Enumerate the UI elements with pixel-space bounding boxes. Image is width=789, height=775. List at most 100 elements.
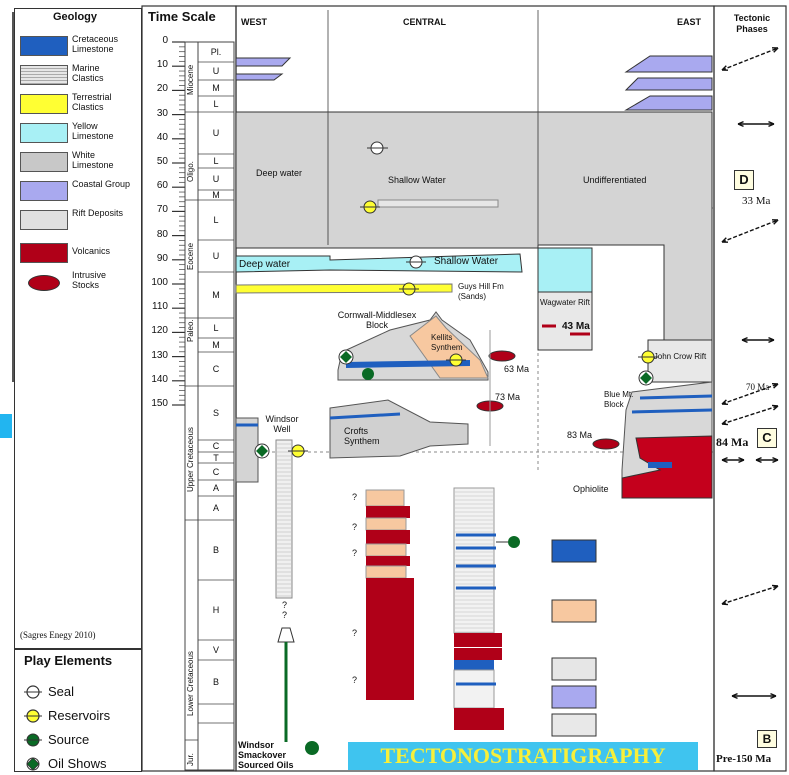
time-tick-label: 40: [156, 131, 168, 143]
stage-label: L: [213, 156, 219, 166]
time-tick-label: 110: [152, 301, 168, 313]
stage-label: C: [212, 364, 220, 374]
legend-swatch-coastal-group: [20, 181, 68, 201]
coastal-group-west: [235, 57, 292, 67]
source-icon: [362, 368, 374, 380]
windsor-well-column: [275, 439, 293, 599]
play-element-oil-shows-label: Oil Shows: [48, 756, 107, 771]
cretaceous-limestone-lens: [346, 360, 470, 368]
stage-column: [197, 41, 235, 771]
coastal-group-east: [624, 55, 713, 73]
source-icon: [508, 536, 520, 548]
seal-icon: [406, 255, 426, 269]
question-mark: ?: [352, 492, 358, 502]
stage-label: L: [213, 215, 219, 225]
phase-b-box: B: [757, 730, 777, 748]
col1-unit: [365, 517, 407, 531]
tectonic-arrow-icon: [721, 47, 779, 71]
coastal-group-east: [624, 95, 713, 111]
tectonic-arrows: [721, 47, 779, 699]
age-73-label: 73 Ma: [495, 392, 521, 402]
epoch-label: Upper Cretaceous: [186, 427, 195, 492]
time-tick-label: 80: [156, 228, 168, 240]
reservoir-icon: [24, 709, 42, 723]
col1-unit: [366, 556, 410, 566]
tectonic-arrow-icon: [721, 584, 779, 606]
tectonic-arrow-icon: [721, 457, 745, 463]
col2-unit: [453, 669, 495, 709]
stage-label: U: [212, 128, 220, 138]
phase-c-box: C: [757, 428, 777, 448]
limestone-stripe: [329, 412, 401, 420]
time-tick-label: 60: [156, 180, 168, 192]
windsor-well-label: Windsor Well: [265, 414, 299, 434]
east-header: EAST: [677, 17, 702, 27]
phase-d-age: 33 Ma: [742, 195, 771, 207]
question-mark: ?: [352, 675, 358, 685]
intrusive-stock-icon: [28, 275, 60, 291]
legend-label: Terrestrial Clastics: [72, 92, 112, 112]
stage-label: U: [212, 251, 220, 261]
time-tick-label: 20: [156, 83, 168, 95]
stage-label: U: [212, 66, 220, 76]
stage-label: C: [212, 466, 220, 477]
wagwater-label: Wagwater Rift: [540, 298, 590, 307]
crofts-label: Crofts Synthem: [344, 426, 380, 446]
reservoir-icon: [399, 282, 419, 296]
tectonic-arrow-icon: [721, 219, 779, 243]
stage-label: B: [212, 545, 219, 555]
wagwater-age-label: 43 Ma: [562, 321, 590, 332]
question-mark: ?: [352, 628, 358, 638]
time-tick-label: 10: [156, 59, 168, 71]
epoch-label: Oligo.: [186, 161, 195, 182]
tectonic-arrow-icon: [737, 121, 775, 127]
oil-show-icon: [254, 443, 270, 459]
seal-icon: [367, 141, 388, 155]
epoch-label: Eocene: [186, 242, 195, 270]
age-63-label: 63 Ma: [504, 364, 530, 374]
play-elements-title: Play Elements: [24, 653, 113, 668]
deep-water-label: Deep water: [256, 168, 303, 178]
yellow-limestone-east: [537, 247, 593, 293]
col2-unit: [454, 633, 502, 647]
limestone-stripe: [631, 408, 713, 414]
play-element-source-label: Source: [48, 732, 90, 747]
time-tick-label: 100: [151, 277, 168, 288]
stage-label: H: [212, 605, 220, 615]
marine-clastics-lens: [377, 199, 499, 208]
stage-label: M: [212, 190, 220, 200]
legend-swatch-volcanics: [20, 243, 68, 263]
stage-label: Pl.: [210, 47, 222, 57]
white-limestone-body: [235, 111, 713, 341]
col1-unit: [365, 565, 407, 579]
time-tick-label: 0: [162, 35, 168, 46]
limestone-lens: [648, 462, 672, 468]
question-mark: ?: [352, 522, 358, 532]
legend-swatch-terrestrial-clastics: [20, 94, 68, 114]
col2-unit: [454, 708, 504, 730]
legend-label: Rift Deposits: [72, 208, 124, 218]
shallow-water-label: Shallow Water: [434, 256, 499, 267]
col2-unit: [454, 648, 502, 660]
legend-label: Volcanics: [72, 246, 111, 256]
col1-unit: [366, 506, 410, 518]
windsor-well-lines: [277, 443, 291, 597]
tectonic-arrow-icon: [731, 693, 777, 699]
time-ticks: [172, 41, 185, 406]
age-70-label: 70 Ma: [746, 382, 770, 392]
col1-unit: [366, 578, 414, 700]
epoch-label: Jur.: [186, 753, 195, 766]
reservoir-icon: [446, 353, 466, 367]
legend-label: Cretaceous Limestone: [72, 34, 119, 54]
time-tick-label: 30: [156, 107, 168, 119]
geology-header: Geology: [53, 11, 98, 23]
time-tick-label: 120: [151, 325, 168, 337]
time-tick-label: 50: [156, 156, 168, 167]
oil-show-icon: [338, 349, 354, 365]
tectonic-arrow-icon: [755, 457, 779, 463]
tectonic-arrow-icon: [741, 337, 775, 343]
time-tick-label: 90: [156, 252, 168, 264]
source-credit: (Sagres Enegy 2010): [20, 630, 96, 640]
